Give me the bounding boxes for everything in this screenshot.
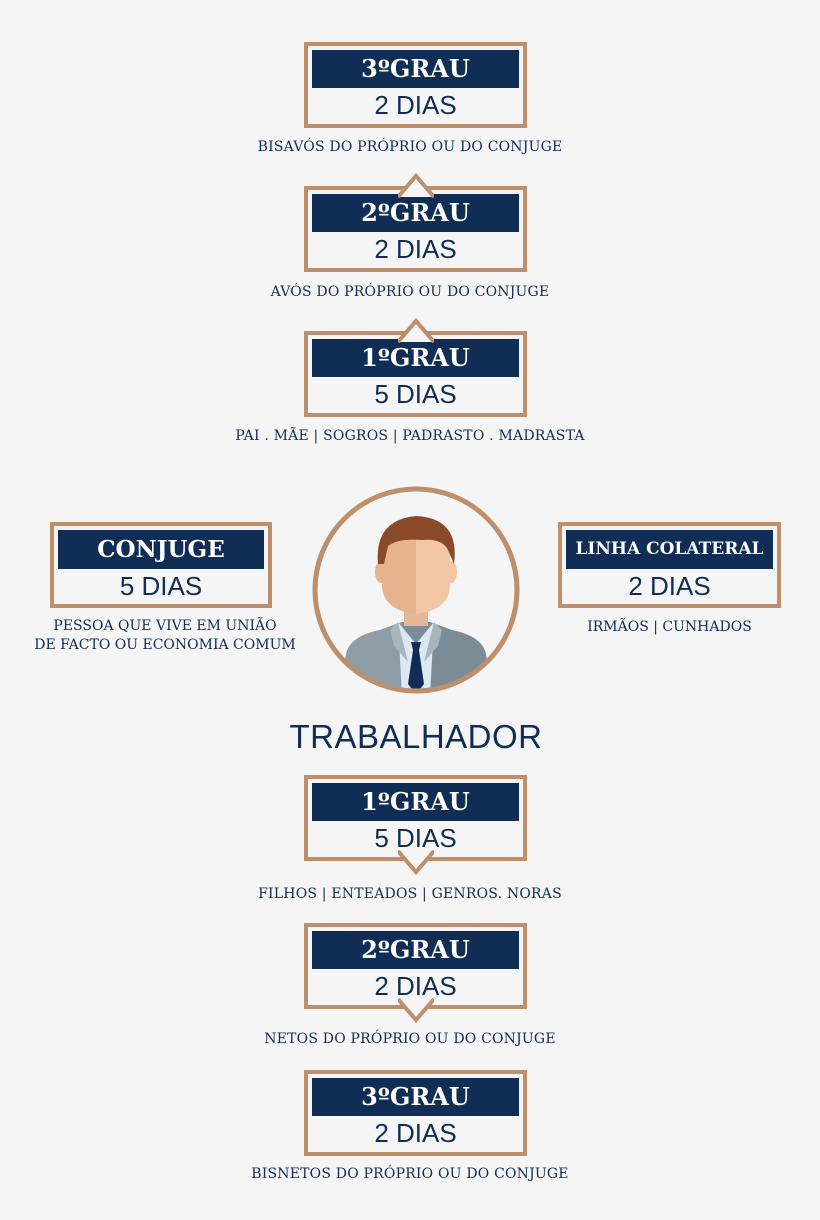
conjuge-title: CONJUGE: [58, 530, 264, 569]
ascendente-1grau-box: 1ºGRAU 5 DIAS: [304, 331, 527, 417]
ascendente-2grau-caption: AVÓS DO PRÓPRIO OU DO CONJUGE: [270, 284, 550, 300]
conjuge-box: CONJUGE 5 DIAS: [50, 522, 272, 608]
dias-label: 5 DIAS: [374, 379, 457, 409]
ascendente-2grau-box: 2ºGRAU 2 DIAS: [304, 186, 527, 272]
grau-label: 1ºGRAU: [312, 783, 519, 821]
trabalhador-avatar: [310, 484, 522, 696]
descendente-1grau-box: 1ºGRAU 5 DIAS: [304, 775, 527, 861]
colateral-title: LINHA COLATERAL: [566, 530, 773, 569]
grau-label: 3ºGRAU: [312, 1078, 519, 1116]
dias-label: 5 DIAS: [374, 823, 457, 853]
dias-label: 2 DIAS: [374, 234, 457, 264]
descendente-1grau-caption: FILHOS | ENTEADOS | GENROS. NORAS: [258, 886, 562, 902]
grau-label: 3ºGRAU: [312, 50, 519, 88]
worker-avatar-icon: [312, 486, 520, 694]
arrow-up-icon: [398, 172, 434, 198]
arrow-down-icon: [398, 850, 434, 876]
trabalhador-title: TRABALHADOR: [289, 718, 543, 755]
conjuge-caption-line2: DE FACTO OU ECONOMIA COMUM: [34, 637, 296, 653]
grau-label: 2ºGRAU: [312, 194, 519, 232]
colateral-caption: IRMÃOS | CUNHADOS: [587, 619, 752, 635]
descendente-2grau-box: 2ºGRAU 2 DIAS: [304, 923, 527, 1009]
conjuge-caption-line1: PESSOA QUE VIVE EM UNIÃO: [53, 618, 277, 634]
descendente-3grau-box: 3ºGRAU 2 DIAS: [304, 1070, 527, 1156]
ascendente-3grau-box: 3ºGRAU 2 DIAS: [304, 42, 527, 128]
arrow-up-icon: [398, 317, 434, 343]
grau-label: 1ºGRAU: [312, 339, 519, 377]
conjuge-caption: PESSOA QUE VIVE EM UNIÃO DE FACTO OU ECO…: [30, 617, 300, 655]
ascendente-3grau-caption: BISAVÓS DO PRÓPRIO OU DO CONJUGE: [257, 139, 563, 155]
colateral-dias: 2 DIAS: [628, 571, 711, 601]
dias-label: 2 DIAS: [374, 971, 457, 1001]
ascendente-1grau-caption: PAI . MÃE | SOGROS | PADRASTO . MADRASTA: [235, 428, 585, 444]
arrow-down-icon: [398, 998, 434, 1024]
descendente-3grau-caption: BISNETOS DO PRÓPRIO OU DO CONJUGE: [251, 1166, 569, 1182]
conjuge-dias: 5 DIAS: [119, 571, 203, 601]
dias-label: 2 DIAS: [374, 90, 457, 120]
grau-label: 2ºGRAU: [312, 931, 519, 969]
descendente-2grau-caption: NETOS DO PRÓPRIO OU DO CONJUGE: [264, 1031, 556, 1047]
colateral-box: LINHA COLATERAL 2 DIAS: [558, 522, 781, 608]
dias-label: 2 DIAS: [374, 1118, 457, 1148]
